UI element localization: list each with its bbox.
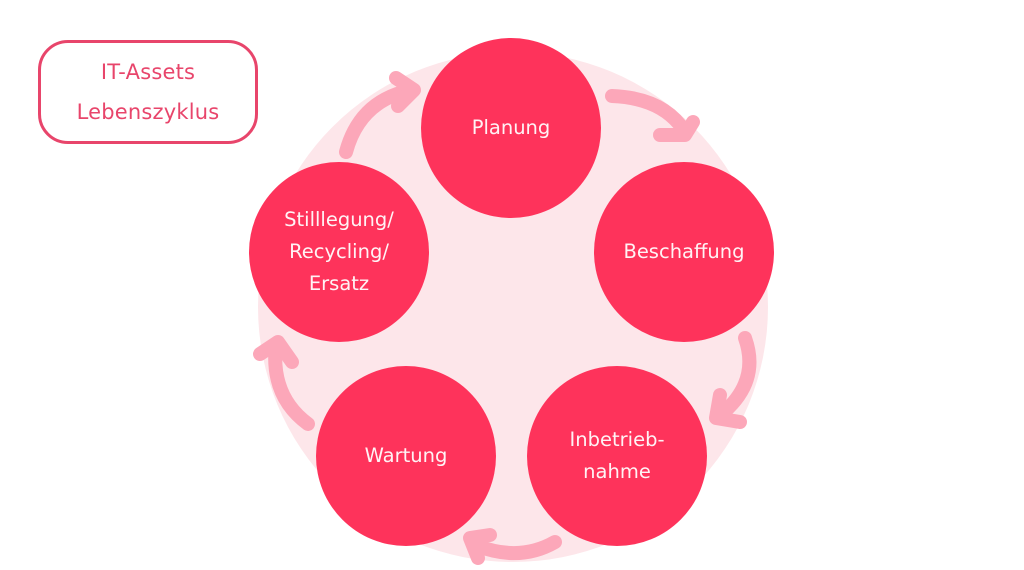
node-label-line-2: nahme — [583, 460, 651, 483]
curved-arrow-icon — [463, 528, 562, 565]
curved-arrow-icon — [605, 89, 700, 142]
cycle-node-inbetriebnahme: Inbetrieb- nahme — [527, 366, 707, 546]
node-label-line-1: Stilllegung/ — [284, 208, 394, 231]
curved-arrow-icon — [253, 335, 315, 431]
node-label-line-3: Ersatz — [308, 272, 370, 295]
cycle-node-wartung: Wartung — [316, 366, 496, 546]
title-line-1: IT-Assets — [100, 60, 196, 84]
node-label-line-1: Inbetrieb- — [569, 428, 665, 451]
node-label: Planung — [471, 116, 551, 139]
title-line-2: Lebenszyklus — [76, 100, 220, 124]
node-label: Wartung — [364, 444, 448, 467]
curved-arrow-icon — [339, 71, 421, 159]
node-label: Beschaffung — [623, 240, 745, 263]
cycle-node-stilllegung: Stilllegung/ Recycling/ Ersatz — [249, 162, 429, 342]
cycle-node-planung: Planung — [421, 38, 601, 218]
node-label-line-2: Recycling/ — [289, 240, 389, 263]
curved-arrow-icon — [709, 331, 757, 429]
cycle-node-beschaffung: Beschaffung — [594, 162, 774, 342]
diagram-title-box: IT-Assets Lebenszyklus — [38, 40, 258, 144]
